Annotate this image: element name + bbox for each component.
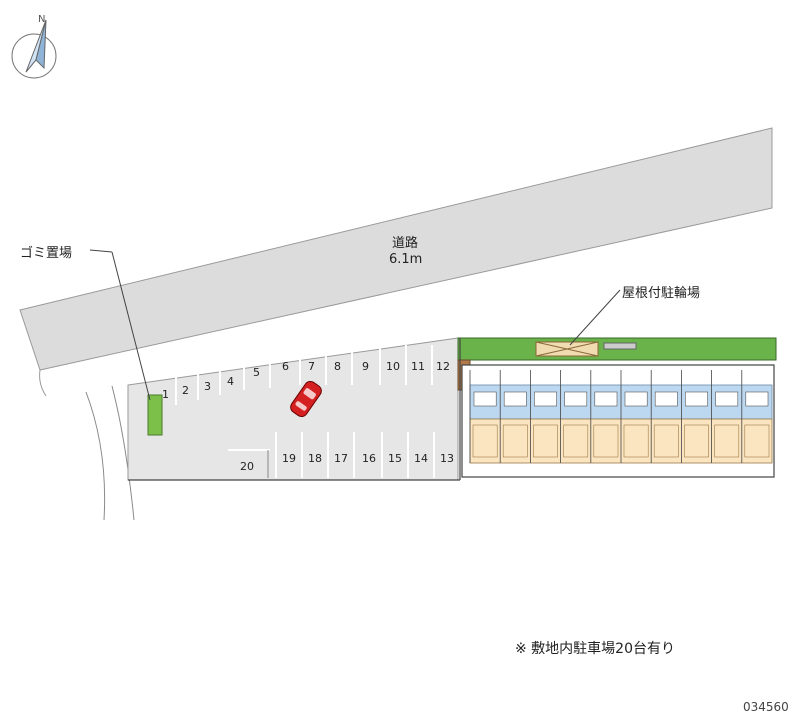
apartment-unit	[681, 370, 709, 463]
garbage-leader-line	[89, 249, 113, 253]
parking-stall-3: 3	[204, 380, 211, 393]
parking-stall-18: 18	[308, 452, 322, 465]
parking-stall-16: 16	[362, 452, 376, 465]
parking-stall-14: 14	[414, 452, 428, 465]
parking-stall-20: 20	[240, 460, 254, 473]
parking-stall-6: 6	[282, 360, 289, 373]
garbage-label: ゴミ置場	[20, 246, 73, 261]
apartment-unit	[560, 370, 589, 463]
apartment-unit	[469, 370, 498, 463]
parking-stall-8: 8	[334, 360, 341, 373]
parking-stall-17: 17	[334, 452, 348, 465]
map-code: 034560	[743, 700, 789, 714]
parking-stall-2: 2	[182, 384, 189, 397]
stall-dividers-top	[175, 345, 433, 405]
svg-text:N: N	[38, 14, 45, 25]
parking-stall-5: 5	[253, 366, 260, 379]
parking-stall-11: 11	[411, 360, 425, 373]
road-curb	[39, 369, 47, 397]
car-icon	[290, 380, 322, 418]
stall-dividers-bottom	[228, 432, 435, 478]
side-path	[85, 385, 135, 521]
bicycle-rack	[603, 342, 637, 350]
apartment-unit	[499, 370, 528, 463]
garbage-area	[147, 394, 163, 436]
apartment-units	[469, 370, 770, 463]
apartment-unit	[711, 370, 740, 463]
apartment-unit	[741, 370, 770, 463]
parking-stall-9: 9	[362, 360, 369, 373]
garbage-leader-line-2	[111, 251, 151, 401]
road-width: 6.1m	[389, 252, 423, 267]
parking-stall-12: 12	[436, 360, 450, 373]
apartment-unit	[530, 370, 558, 463]
compass-icon: N	[11, 14, 57, 79]
parking-stall-10: 10	[386, 360, 400, 373]
apartment-building	[461, 364, 775, 478]
bicycle-leader-line	[569, 289, 621, 346]
apartment-unit	[620, 370, 649, 463]
parking-stall-19: 19	[282, 452, 296, 465]
parking-stall-1: 1	[162, 388, 169, 401]
parking-stall-15: 15	[388, 452, 402, 465]
apartment-unit	[590, 370, 619, 463]
parking-stall-7: 7	[308, 360, 315, 373]
parking-stall-4: 4	[227, 375, 234, 388]
apartment-unit	[650, 370, 679, 463]
road-name: 道路	[392, 236, 419, 251]
bicycle-shelter-label: 屋根付駐輪場	[622, 286, 701, 301]
parking-note: ※ 敷地内駐車場20台有り	[515, 641, 675, 657]
road	[19, 127, 773, 371]
bicycle-shelter-cross	[535, 341, 599, 357]
parking-stall-13: 13	[440, 452, 454, 465]
